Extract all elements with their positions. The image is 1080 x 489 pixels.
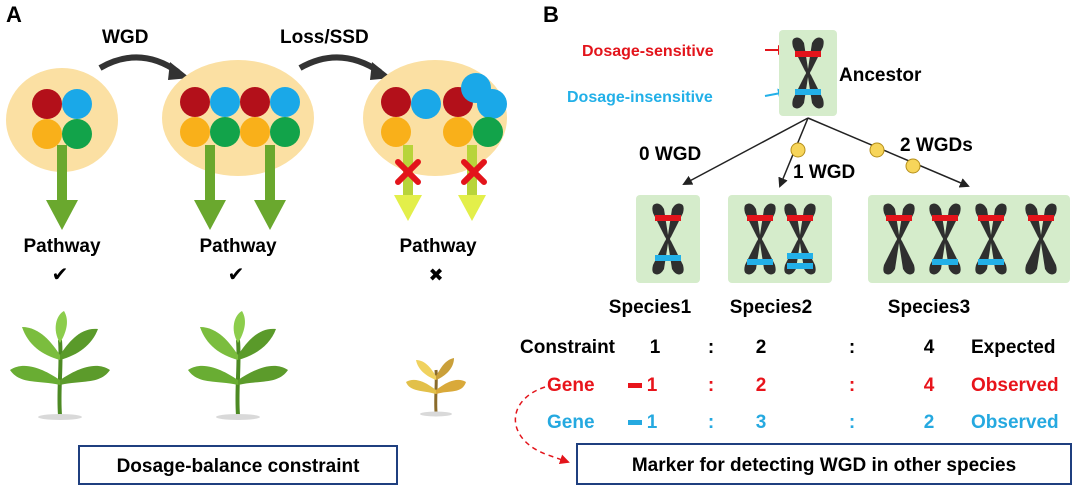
panel-b-label: B [543,2,559,27]
species3-blue-gene-1 [932,259,958,265]
constraint-status: Expected [971,337,1055,358]
constraint-value-1: 1 [650,337,661,358]
wgd-node-2a [869,142,885,158]
branch-label-0-wgd: 0 WGD [639,144,701,165]
species3-label: Species3 [888,297,970,318]
gene-blue-value-2: 3 [756,412,767,433]
dosage-balance-caption: Dosage-balance constraint [117,456,361,477]
ancestor-red-gene [795,51,821,57]
pathway-label-1: Pathway [23,236,101,257]
wgd-arrow-head [168,62,190,80]
red-cross-icon-2 [461,159,487,185]
gene-red-value-1: 1 [647,375,658,396]
dosage-balance-caption-box [78,445,398,485]
pathway-label-3: Pathway [399,236,477,257]
gene-red-status: Observed [971,375,1059,396]
gene-blue-value-1: 1 [647,412,658,433]
constraint-sep-1: : [708,337,714,358]
check-mark-1: ✔ [52,264,69,286]
healthy-plant-1 [8,309,112,422]
branch-label-1-wgd: 1 WGD [793,162,855,183]
constraint-label: Constraint [520,337,616,358]
stage-2-complex [162,60,314,176]
species2-blue-gene-1 [747,259,773,265]
species1-red-gene [655,215,681,221]
species1-label: Species1 [609,297,692,318]
species3-box [868,195,1070,283]
species2-red-gene-2 [787,215,813,221]
marker-dashed-arrow [514,386,570,465]
cross-mark-3: ✖ [428,265,443,285]
gene-red-value-2: 2 [756,375,767,396]
gene-blue-status: Observed [971,412,1059,433]
ancestor-label: Ancestor [839,65,922,86]
stage-1-complex [6,68,118,172]
branch-label-2-wgds: 2 WGDs [900,135,973,156]
species1-blue-gene [655,255,681,261]
marker-caption-box [576,443,1072,485]
loss-arrow-label: Loss/SSD [280,27,369,48]
pathway-label-2: Pathway [199,236,277,257]
gene-blue-sep-2: : [849,412,855,433]
dead-plant-3 [404,356,468,418]
marker-caption: Marker for detecting WGD in other specie… [632,455,1016,476]
gene-blue-sep-1: : [708,412,714,433]
constraint-value-3: 4 [924,337,935,358]
species2-blue-gene-3 [787,263,813,269]
species3-blue-gene-2 [978,259,1004,265]
dosage-insensitive-legend: Dosage-insensitive [567,89,713,106]
branch-species3 [807,117,970,188]
species2-box [728,195,832,283]
gene-red-value-3: 4 [924,375,935,396]
wgd-node-1 [790,142,806,158]
ancestor-blue-gene [795,89,821,95]
constraint-sep-2: : [849,337,855,358]
constraint-value-2: 2 [756,337,767,358]
gene-blue-label: Gene [547,412,595,433]
stage-3-complex [363,60,507,176]
gene-blue-value-3: 2 [924,412,935,433]
species2-red-gene-1 [747,215,773,221]
branch-species1 [682,117,809,185]
species3-red-gene-1 [886,215,912,221]
gene-red-label: Gene [547,375,595,396]
wgd-curved-arrow [98,54,180,75]
wgd-node-2b [905,158,921,174]
species3-red-gene-3 [978,215,1004,221]
gene-blue-swatch [628,420,642,425]
species2-blue-gene-2 [787,253,813,259]
loss-curved-arrow [298,54,382,75]
species3-red-gene-2 [932,215,958,221]
species2-label: Species2 [730,297,812,318]
wgd-arrow-label: WGD [102,27,148,48]
species3-red-gene-4 [1028,215,1054,221]
gene-red-swatch [628,383,642,388]
gene-red-sep-2: : [849,375,855,396]
panel-a-label: A [6,2,22,27]
check-mark-2: ✔ [228,264,245,286]
red-cross-icon-1 [395,159,421,185]
gene-red-sep-1: : [708,375,714,396]
dosage-sensitive-legend: Dosage-sensitive [582,43,714,60]
healthy-plant-2 [186,309,290,422]
